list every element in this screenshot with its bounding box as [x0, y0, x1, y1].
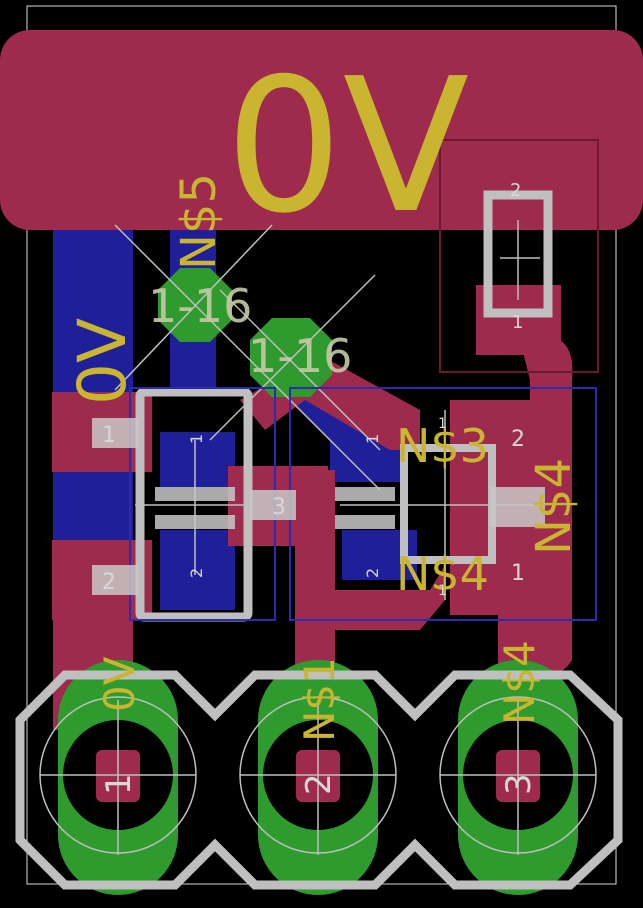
silk-r-body	[483, 190, 553, 318]
label-pad-j1: 0V	[95, 656, 144, 712]
label-ns4-mid: N$4	[396, 547, 489, 601]
silk-pad-blocks	[92, 418, 545, 595]
silk-block-left-2	[92, 565, 138, 595]
label-via-b: 1-16	[248, 329, 352, 383]
pin-r-2: 2	[510, 180, 521, 201]
pin-hdr-1: 1	[99, 773, 139, 795]
pin-tiny-a: 1	[438, 416, 447, 432]
top-trace-n4-bottom	[330, 565, 445, 630]
silk-r-frame	[439, 139, 599, 373]
silk-block-q2-a	[335, 487, 395, 501]
label-ns4-right: N$4	[526, 458, 582, 555]
silk-header-outline	[15, 670, 623, 890]
pin-q1-in2: 2	[187, 568, 206, 578]
pin-q1-1: 1	[102, 423, 116, 448]
pin-q1-in1: 1	[187, 434, 206, 444]
pin-q3-1: 1	[511, 561, 525, 586]
pin-q3-2: 2	[511, 427, 525, 452]
label-gnd-left: 0V	[64, 318, 141, 405]
silk-x-a2	[114, 224, 273, 391]
silk-x-a1	[114, 224, 381, 491]
silk-block-left-1	[92, 418, 138, 448]
silkscreen-layer	[15, 139, 623, 890]
label-pad-j3: N$4	[495, 640, 544, 725]
silk-block-q1-b	[155, 515, 235, 529]
silk-x-b2	[209, 274, 376, 441]
pin-q2-in2: 2	[363, 568, 382, 578]
silk-block-q3	[490, 487, 545, 527]
labels: 0V 0V N$5 1-16 1-16 N$3 N$4 N$4 0V N$1 N…	[64, 38, 582, 742]
bottom-pad-q1-a	[160, 432, 235, 487]
top-trace-n1	[295, 470, 335, 670]
silk-x-b1	[219, 289, 381, 451]
label-pad-j2: N$1	[295, 657, 344, 742]
pin-q1-3: 3	[272, 495, 286, 520]
pin-q2-in1: 1	[363, 434, 382, 444]
silk-block-q2-b	[335, 515, 395, 529]
pin-q1-2: 2	[102, 570, 116, 595]
label-gnd-big: 0V	[225, 38, 469, 254]
pin-hdr-2: 2	[299, 773, 339, 795]
silk-block-q1-a	[155, 487, 235, 501]
ground-pour	[0, 30, 643, 230]
pin-hdr-3: 3	[499, 773, 539, 795]
top-copper-layer	[0, 30, 643, 730]
label-ns5: N$5	[171, 173, 227, 270]
pin-tiny-b: 1	[438, 583, 447, 599]
label-ns3: N$3	[396, 419, 489, 473]
pin-numbers: 1 2 3 1 2 1 2 2 1 2 1 1 1 1 2 3	[99, 180, 539, 795]
bottom-pad-q1-b	[160, 530, 235, 610]
label-via-a: 1-16	[148, 279, 252, 333]
silk-block-q1-3	[250, 490, 296, 520]
pin-r-1: 1	[512, 312, 523, 333]
